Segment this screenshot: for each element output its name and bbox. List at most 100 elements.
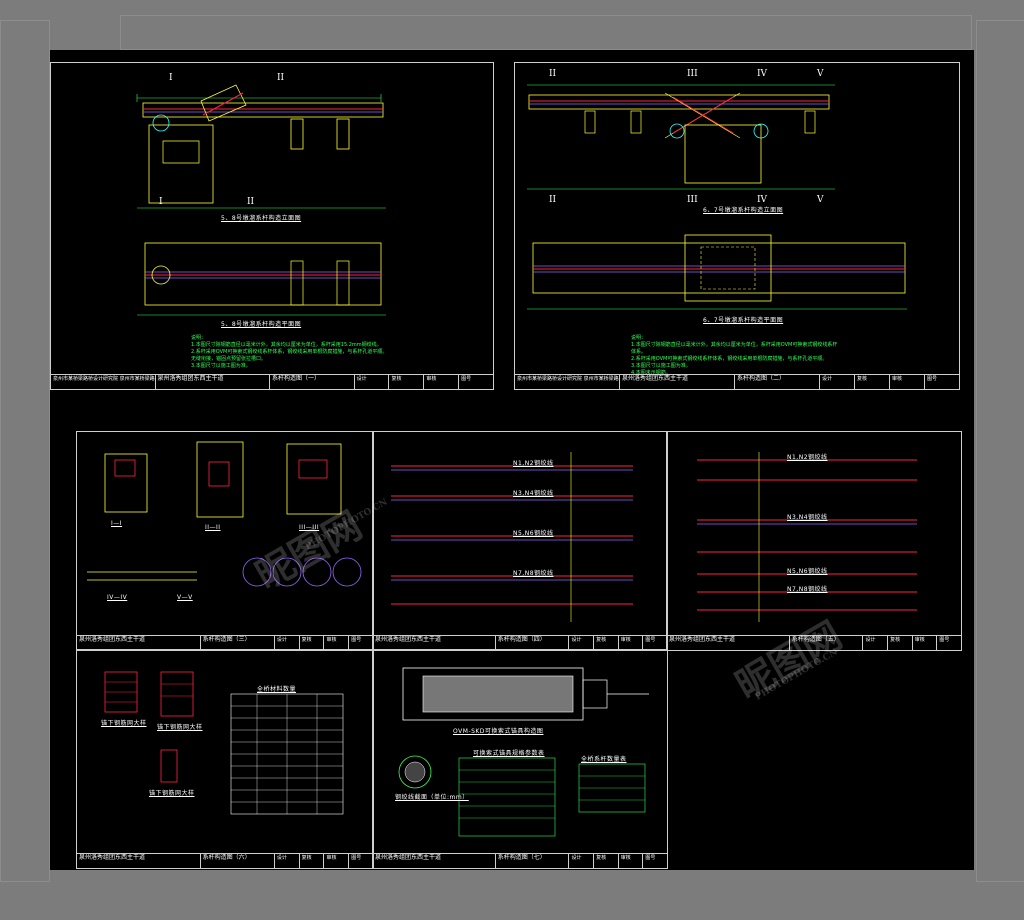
role-drawing-no: 图号 xyxy=(645,637,656,643)
sheet-tie-rod-6[interactable]: 全桥材料数量 锚下钢筋网大样 锚下钢筋网大样 锚下钢筋网大样 泉州洛秀组团东西主… xyxy=(76,649,374,869)
role-drawing-no: 图号 xyxy=(461,376,472,382)
notes-label: 说明： xyxy=(191,335,207,341)
role-design: 设计 xyxy=(863,636,889,650)
background-sheet-left xyxy=(0,20,50,882)
role-check: 复核 xyxy=(300,636,325,650)
role-check: 复核 xyxy=(594,854,619,868)
section-drawings xyxy=(87,441,362,587)
title-drawing: 系杆构造图（五） xyxy=(790,636,864,650)
role-drawing-no: 图号 xyxy=(351,637,362,643)
title-project: 泉州洛秀组团东西主干道 xyxy=(373,636,496,650)
role-check: 复核 xyxy=(389,375,425,389)
notes-line: 3.本图尺寸以施工图为准。 xyxy=(191,363,251,369)
grid-label: 锚下钢筋网大样 xyxy=(101,720,147,727)
section-label-4: IV—IV xyxy=(107,594,128,601)
section-mark-top-4: V xyxy=(817,69,824,79)
notes-block-1: 说明： 1.本图尺寸除钢筋直径以毫米计外，其余均以厘米为单位，系杆采用15.2m… xyxy=(191,335,391,370)
anchor-drawing xyxy=(398,667,649,837)
title-block-7: 泉州洛秀组团东西主干道 系杆构造图（七） 设计 复核 审核 图号 xyxy=(373,853,667,868)
caption-plan-2: 6、7号墩溜系杆构造平面图 xyxy=(703,317,784,324)
background-sheet-right xyxy=(976,20,1024,882)
section-mark-bottom-4: V xyxy=(817,195,824,205)
section-mark-bottom-1: II xyxy=(549,195,557,205)
title-unit: 泉州市某桥梁路桥设计研究院 泉州市某桥梁路桥设计研究院 xyxy=(515,375,620,389)
caption-elevation-1: 5、8号墩溜系杆构造立面图 xyxy=(221,215,302,222)
sheet-tie-rod-2[interactable]: II III IV V II III IV V xyxy=(514,62,960,390)
title-drawing: 系杆构造图（一） xyxy=(270,375,355,389)
tendon-label: N3,N4钢绞线 xyxy=(787,514,828,521)
table-title-tie-rod-count: 全桥系杆数量表 xyxy=(581,756,627,763)
role-review: 审核 xyxy=(324,636,350,650)
role-design: 设计 xyxy=(275,636,300,650)
section-label-1: I—I xyxy=(111,520,123,527)
section-mark-top-2: II xyxy=(277,73,285,83)
section-mark-top-3: IV xyxy=(757,69,768,79)
role-drawing-no: 图号 xyxy=(645,855,656,861)
role-review: 审核 xyxy=(424,375,460,389)
role-check: 复核 xyxy=(855,375,890,389)
title-project: 泉州洛秀组团东西主干道 xyxy=(156,375,270,389)
title-block-2: 泉州市某桥梁路桥设计研究院 泉州市某桥梁路桥设计研究院 泉州洛秀组团东西主干道 … xyxy=(515,374,959,389)
sheet-tie-rod-3[interactable]: I—I II—II III—III IV—IV V—V 泉州洛秀组团东西主干道 … xyxy=(76,431,374,651)
caption-plan-1: 5、8号墩溜系杆构造平面图 xyxy=(221,321,302,328)
section-mark-bottom-3: IV xyxy=(757,195,768,205)
role-design: 设计 xyxy=(275,854,300,868)
title-drawing: 系杆构造图（六） xyxy=(201,854,275,868)
title-block-4: 泉州洛秀组团东西主干道 系杆构造图（四） 设计 复核 审核 图号 xyxy=(373,635,667,650)
tendon-label: N3,N4钢绞线 xyxy=(513,490,554,497)
title-drawing: 系杆构造图（三） xyxy=(201,636,275,650)
title-block-6: 泉州洛秀组团东西主干道 系杆构造图（六） 设计 复核 审核 图号 xyxy=(77,853,373,868)
notes-line: 4.本图未示钢筋。 xyxy=(631,370,671,376)
section-mark-top-1: II xyxy=(549,69,557,79)
title-project: 泉州洛秀组团东西主干道 xyxy=(77,636,201,650)
role-review: 审核 xyxy=(619,636,644,650)
watermark-site: PHOTOPHOTO.CN xyxy=(753,647,840,703)
sheet-tie-rod-7[interactable]: OVM-SKD可换索式锚具构造图 可换索式锚具规格参数表 全桥系杆数量表 钢绞线… xyxy=(372,649,668,869)
role-check: 复核 xyxy=(300,854,325,868)
caption-elevation-2: 6、7号墩溜系杆构造立面图 xyxy=(703,207,784,214)
tendon-layout-4 xyxy=(391,452,633,622)
role-design: 设计 xyxy=(355,375,390,389)
tendon-label: N1,N2钢绞线 xyxy=(513,460,554,467)
notes-line: 2.系杆采用OVM可换索式钢绞线系杆体系，钢绞线采用单根防腐措施，与系杆孔道平顺… xyxy=(631,356,828,362)
table-title-materials: 全桥材料数量 xyxy=(257,686,297,693)
role-drawing-no: 图号 xyxy=(351,855,362,861)
role-review: 审核 xyxy=(890,375,925,389)
role-review: 审核 xyxy=(913,636,938,650)
role-drawing-no: 图号 xyxy=(939,637,950,643)
background-sheet-top xyxy=(120,15,972,50)
role-design: 设计 xyxy=(569,854,595,868)
role-design: 设计 xyxy=(820,375,855,389)
grid-label: 锚下钢筋网大样 xyxy=(157,724,203,731)
notes-line: 无缝衔接，锚固点预留张拉槽口。 xyxy=(191,356,267,362)
tendon-label: N1,N2钢绞线 xyxy=(787,454,828,461)
notes-line: 3.本图尺寸以施工图为准。 xyxy=(631,363,691,369)
elevation-drawing-2 xyxy=(527,84,907,310)
section-label-2: II—II xyxy=(205,524,221,531)
sheet-tie-rod-1[interactable]: I II I II 5、8号墩溜系杆构造 xyxy=(50,62,494,390)
tendon-label: N5,N6钢绞线 xyxy=(513,530,554,537)
section-mark-top-1: I xyxy=(169,73,173,83)
title-project: 泉州洛秀组团东西主干道 xyxy=(77,854,201,868)
tendon-label: N5,N6钢绞线 xyxy=(787,568,828,575)
sheet-tie-rod-5[interactable]: N1,N2钢绞线 N3,N4钢绞线 N5,N6钢绞线 N7,N8钢绞线 泉州洛秀… xyxy=(666,431,962,651)
role-review: 审核 xyxy=(324,854,350,868)
role-review: 审核 xyxy=(619,854,644,868)
sheet-tie-rod-4[interactable]: N1,N2钢绞线 N3,N4钢绞线 N5,N6钢绞线 N7,N8钢绞线 泉州洛秀… xyxy=(372,431,668,651)
notes-line: 1.本图尺寸除钢筋直径以毫米计外，其余均以厘米为单位，系杆采用OVM可换索式钢绞… xyxy=(631,342,838,355)
caption-anchor: OVM-SKD可换索式锚具构造图 xyxy=(453,728,544,735)
title-block-1: 泉州市某桥梁路桥设计研究院 泉州市某桥梁路桥设计研究院 泉州洛秀组团东西主干道 … xyxy=(51,374,493,389)
section-mark-top-2: III xyxy=(687,69,698,79)
title-project: 泉州洛秀组团东西主干道 xyxy=(620,375,735,389)
notes-label: 说明： xyxy=(631,335,647,341)
notes-line: 2.系杆采用OVM可换索式钢绞线系杆体系，钢绞线采用单根防腐措施，与系杆孔道平顺… xyxy=(191,349,388,355)
role-design: 设计 xyxy=(569,636,595,650)
title-block-5: 泉州洛秀组团东西主干道 系杆构造图（五） 设计 复核 审核 图号 xyxy=(667,635,961,650)
title-drawing: 系杆构造图（二） xyxy=(735,375,820,389)
section-label-5: V—V xyxy=(177,594,193,601)
role-check: 复核 xyxy=(594,636,619,650)
caption-strand-section: 钢绞线截面（单位:mm） xyxy=(395,794,469,801)
cad-drawing-canvas[interactable]: I II I II 5、8号墩溜系杆构造 xyxy=(50,50,974,870)
table-title-anchor-spec: 可换索式锚具规格参数表 xyxy=(473,750,545,757)
title-project: 泉州洛秀组团东西主干道 xyxy=(667,636,790,650)
